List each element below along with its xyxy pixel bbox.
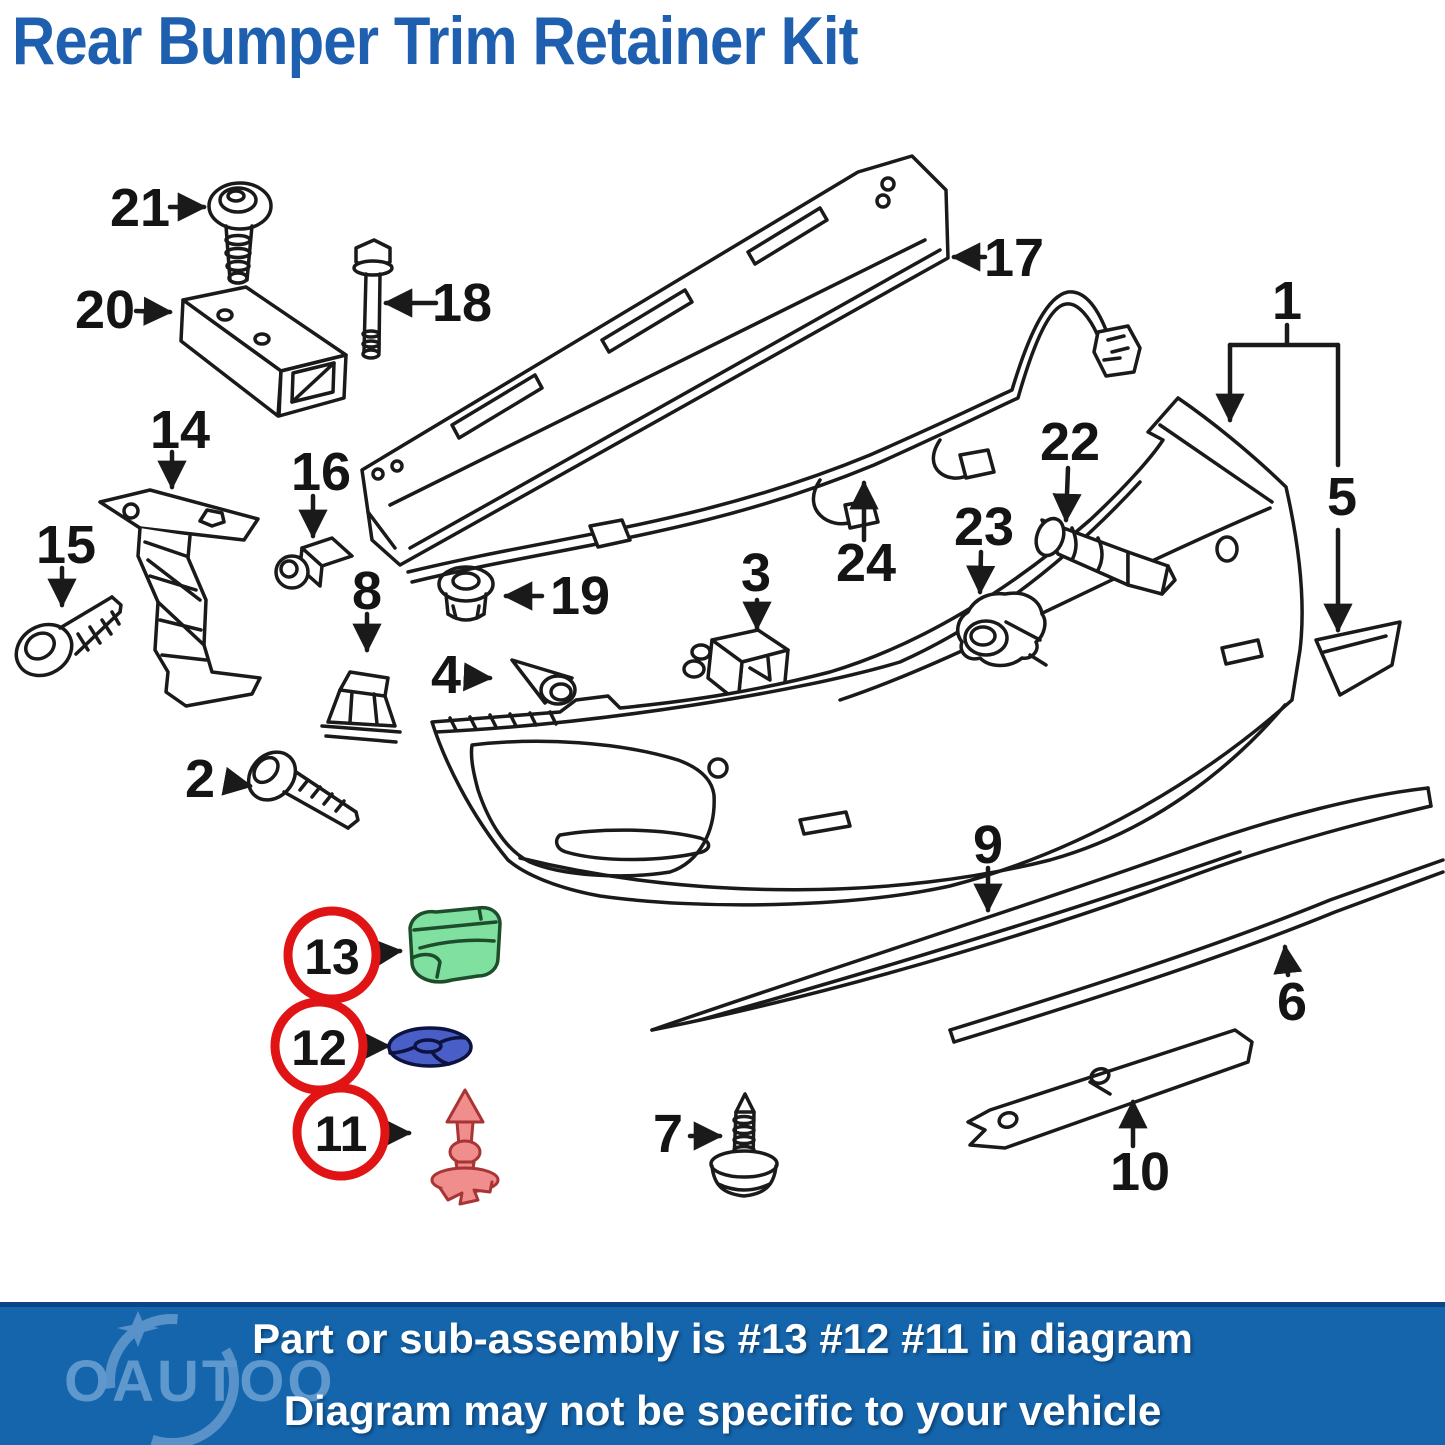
bottom-banner: Part or sub-assembly is #13 #12 #11 in d… bbox=[0, 1302, 1445, 1445]
part-label-23: 23 bbox=[954, 497, 1014, 557]
part-4-cone-grommet bbox=[510, 658, 577, 706]
part-number-labels: 1 2 3 4 5 6 7 8 9 10 14 15 16 17 18 19 2… bbox=[36, 178, 1357, 1202]
part-17-impact-bar bbox=[360, 154, 950, 567]
part-21-screw bbox=[207, 181, 273, 285]
leader-arrows bbox=[47, 192, 1353, 1151]
part-2-screw bbox=[246, 750, 360, 830]
part-18-bolt bbox=[352, 238, 394, 360]
part-label-12-circled: 12 bbox=[291, 1020, 347, 1076]
part-label-2: 2 bbox=[185, 749, 215, 809]
part-label-10: 10 bbox=[1110, 1142, 1170, 1202]
part-label-7: 7 bbox=[653, 1104, 683, 1164]
part-label-22: 22 bbox=[1040, 412, 1100, 472]
part-label-15: 15 bbox=[36, 515, 96, 575]
watermark-logo: OAUTOO bbox=[64, 1311, 336, 1445]
part-label-1: 1 bbox=[1272, 271, 1302, 331]
highlight-circles bbox=[270, 906, 390, 1181]
part-label-9: 9 bbox=[973, 815, 1003, 875]
part-5-corner-trim bbox=[1314, 620, 1402, 697]
part-label-6: 6 bbox=[1277, 972, 1307, 1032]
part-label-4: 4 bbox=[431, 645, 461, 705]
part-label-8: 8 bbox=[352, 561, 382, 621]
part-7-flange-screw bbox=[709, 1092, 779, 1198]
part-label-11-circled: 11 bbox=[315, 1106, 368, 1162]
part-14-side-bracket bbox=[98, 488, 262, 708]
part-label-17: 17 bbox=[984, 228, 1044, 288]
part-12-blue-washer bbox=[387, 1026, 473, 1068]
part-11-red-rivet bbox=[430, 1088, 500, 1206]
part-label-19: 19 bbox=[550, 566, 610, 626]
part-label-24: 24 bbox=[836, 533, 896, 593]
part-13-green-clip bbox=[408, 905, 502, 984]
page-title: Rear Bumper Trim Retainer Kit bbox=[12, 3, 859, 79]
part-10-bracket-strip bbox=[966, 1028, 1254, 1150]
part-label-14: 14 bbox=[150, 400, 210, 460]
part-9-lower-trim-strip bbox=[650, 786, 1433, 1032]
part-label-3: 3 bbox=[741, 543, 771, 603]
watermark-text: OAUTOO bbox=[64, 1349, 336, 1414]
watermark-ring-icon bbox=[105, 1314, 239, 1445]
banner-line-1: Part or sub-assembly is #13 #12 #11 in d… bbox=[252, 1315, 1193, 1362]
banner-line-2: Diagram may not be specific to your vehi… bbox=[283, 1387, 1162, 1434]
part-20-square-tube bbox=[179, 285, 348, 418]
part-label-5: 5 bbox=[1327, 467, 1357, 527]
part-label-13-circled: 13 bbox=[304, 929, 360, 985]
part-24-wiring-harness bbox=[406, 290, 1142, 584]
part-label-18: 18 bbox=[432, 273, 492, 333]
part-22-parking-sensor bbox=[1034, 516, 1177, 596]
part-label-20: 20 bbox=[75, 280, 135, 340]
part-label-21: 21 bbox=[110, 178, 170, 238]
part-19-grommet bbox=[437, 565, 495, 622]
part-6-trim-molding bbox=[948, 858, 1445, 1044]
part-13-circle-highlight bbox=[283, 906, 381, 1004]
part-15-screw bbox=[14, 595, 123, 678]
part-16-rivet-nut bbox=[274, 536, 354, 590]
part-23-sensor-retainer bbox=[956, 591, 1048, 668]
part-11-circle-highlight bbox=[292, 1083, 390, 1181]
part-label-16: 16 bbox=[291, 442, 351, 502]
part-8-spacer-block bbox=[320, 670, 402, 744]
